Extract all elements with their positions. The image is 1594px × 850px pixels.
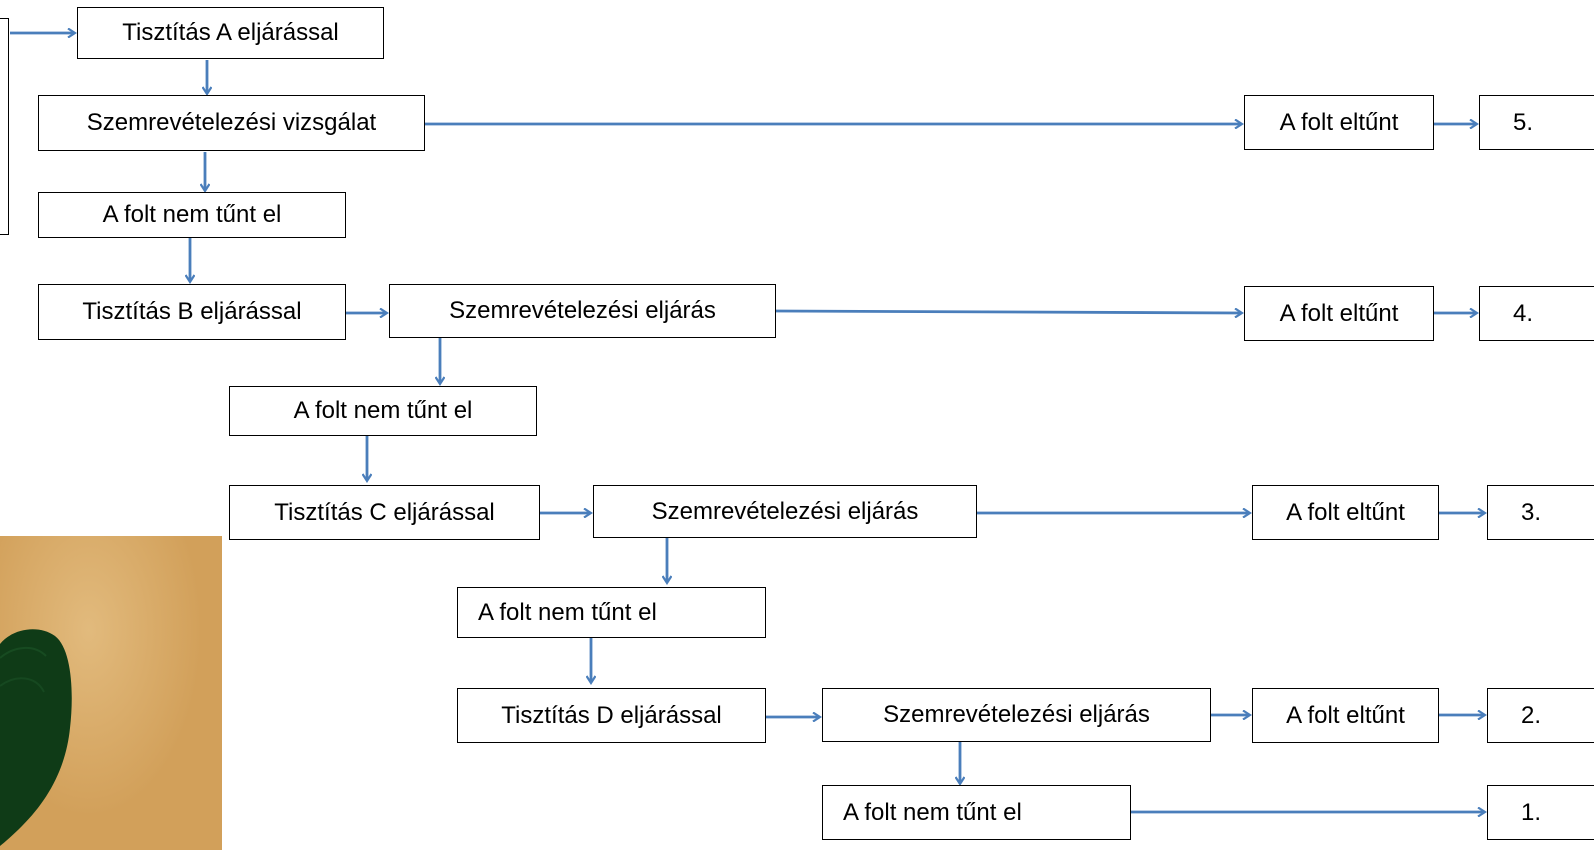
fail-3-box: A folt nem tűnt el [457, 587, 766, 638]
step-b-box: Tisztítás B eljárással [38, 284, 346, 340]
arrow-check-2-to-success-2 [775, 311, 1241, 313]
left-partial-box [0, 18, 9, 235]
success-3-box: A folt eltűnt [1252, 485, 1439, 540]
fail-1-box: A folt nem tűnt el [38, 192, 346, 238]
step-d-box: Tisztítás D eljárással [457, 688, 766, 743]
step-c-box: Tisztítás C eljárással [229, 485, 540, 540]
stain-photo [0, 536, 222, 850]
green-stain-shape [0, 629, 72, 846]
check-3-box: Szemrevételezési eljárás [593, 485, 977, 538]
success-2-box: A folt eltűnt [1244, 286, 1434, 341]
fail-4-box: A folt nem tűnt el [822, 785, 1131, 840]
rank-2-box: 2. [1487, 688, 1594, 743]
rank-1-box: 1. [1487, 785, 1594, 840]
check-2-box: Szemrevételezési eljárás [389, 284, 776, 338]
rank-3-box: 3. [1487, 485, 1594, 540]
success-1-box: A folt eltűnt [1244, 95, 1434, 150]
rank-4-box: 4. [1479, 286, 1594, 341]
rank-5-box: 5. [1479, 95, 1594, 150]
fail-2-box: A folt nem tűnt el [229, 386, 537, 436]
check-1-box: Szemrevételezési vizsgálat [38, 95, 425, 151]
check-4-box: Szemrevételezési eljárás [822, 688, 1211, 742]
step-a-box: Tisztítás A eljárással [77, 7, 384, 59]
success-4-box: A folt eltűnt [1252, 688, 1439, 743]
